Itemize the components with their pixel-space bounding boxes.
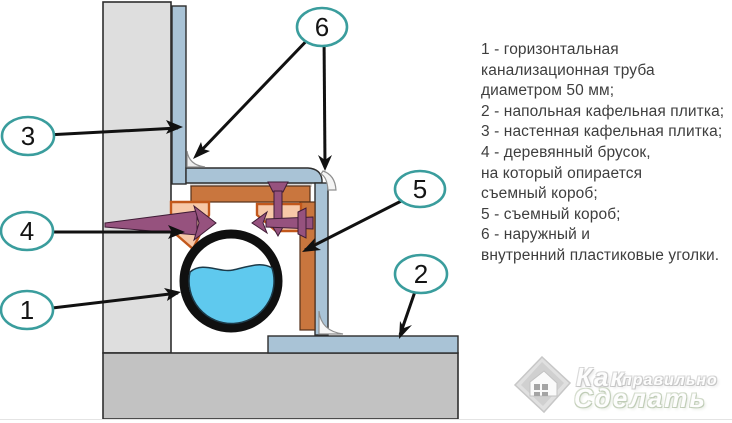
callout-5-bubble [393, 169, 447, 209]
inner-plastic-corner [186, 150, 206, 168]
callout-5-arrowhead [302, 238, 321, 252]
callout-6-line-inner [194, 30, 317, 158]
callout-6-arrowhead-inner [193, 142, 210, 159]
legend-line: съемный короб; [481, 185, 598, 203]
callout-3-arrowhead [166, 120, 183, 134]
callout-3-number: 3 [21, 121, 35, 151]
callout-4-arrowhead [168, 225, 185, 239]
callout-4-bubble [0, 210, 55, 252]
legend-line: на который опирается [481, 164, 643, 182]
box-top-tile [185, 167, 323, 184]
callout-6-number: 6 [315, 12, 329, 42]
wood-board-top [190, 185, 311, 203]
box-side-tile [314, 182, 329, 336]
screw-right-flare [297, 207, 307, 239]
callout-1-arrowhead [164, 288, 181, 301]
pipe-water [188, 264, 275, 325]
floor-tile [267, 335, 459, 354]
callout-arrowheads [164, 120, 412, 339]
callout-6-line-outer [322, 32, 327, 167]
tile-adhesive-layer [190, 182, 312, 187]
legend-line: 1 - горизонтальная [481, 41, 619, 58]
callout-4-number: 4 [20, 216, 34, 246]
screw-vertical-head [267, 181, 289, 193]
screw-right-tip [251, 210, 269, 235]
legend-line: 6 - наружный и [481, 226, 591, 244]
callout-bubbles [0, 6, 449, 331]
floor [102, 352, 459, 420]
legend-line: канализационная труба [481, 61, 655, 79]
legend-line: 5 - съемный короб; [481, 205, 621, 223]
screw-left-head [193, 204, 217, 242]
callout-5-number: 5 [413, 174, 427, 204]
legend-line: 2 - напольная кафельная плитка; [481, 102, 725, 120]
callout-5-line [304, 191, 418, 252]
callout-1-number: 1 [20, 295, 34, 325]
legend: 1 - горизонтальная канализационная труба… [481, 40, 729, 267]
screw-vertical-shaft [273, 190, 283, 223]
screw-right [251, 207, 314, 239]
legend-line: 3 - настенная кафельная плитка; [481, 123, 723, 141]
bottom-plastic-corner [318, 310, 344, 335]
legend-line: внутренний пластиковые уголки. [481, 246, 720, 264]
legend-line: диаметром 50 мм; [481, 82, 615, 100]
legend-line: 4 - деревянный брусок, [481, 143, 651, 161]
callout-1-bubble [0, 289, 55, 331]
callout-2-arrowhead [399, 321, 412, 339]
callout-2-number: 2 [414, 259, 428, 289]
wall-tile [171, 5, 187, 185]
callout-2-bubble [393, 253, 449, 295]
image-bottom-border [0, 419, 732, 420]
callout-3-bubble [0, 115, 56, 157]
callout-6-arrowhead-outer [318, 155, 332, 171]
callout-6-bubble [295, 6, 349, 48]
outer-plastic-corner [320, 170, 337, 191]
